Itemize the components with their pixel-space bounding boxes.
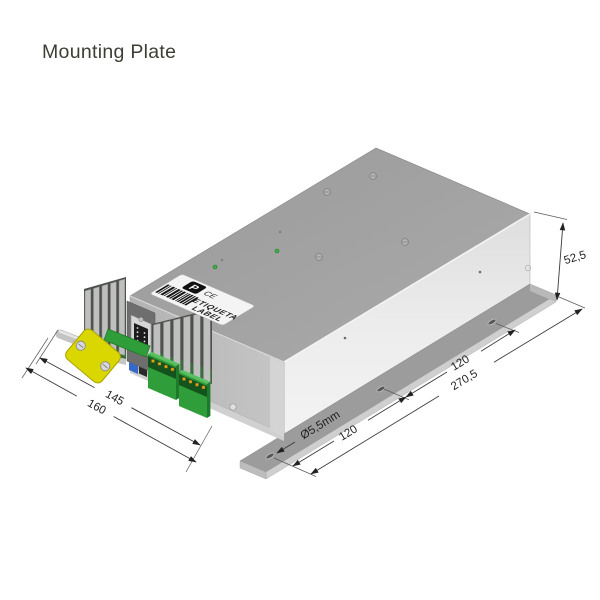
side-dot-1 <box>343 336 347 340</box>
side-dot-2 <box>478 270 482 274</box>
front-rivet <box>229 403 237 411</box>
top-screw-1 <box>323 188 331 196</box>
yellow-plate <box>65 328 121 384</box>
terminal1-side <box>176 363 180 400</box>
ext-front-left-1 <box>35 329 59 365</box>
led-indicator-1 <box>212 264 218 270</box>
mounting-flange <box>239 283 557 480</box>
terminal1-slots <box>148 356 176 379</box>
dim-front-outer-label: 160 <box>85 397 108 417</box>
flange-hole-front <box>265 452 275 460</box>
label-background <box>150 274 255 326</box>
terminal-block-2 <box>179 369 211 418</box>
page-title: Mounting Plate <box>42 41 176 63</box>
flange-right-cap <box>530 284 556 302</box>
ext-front-left-2 <box>21 337 49 379</box>
brand-logo-letter: P <box>185 284 201 292</box>
ext-hole-front <box>273 457 317 477</box>
barcode <box>155 284 199 306</box>
top-edge-highlight <box>283 213 531 363</box>
terminal2-slots <box>179 374 207 397</box>
flange-hole-rear <box>487 318 497 326</box>
terminal1-pins <box>151 359 175 372</box>
top-pin-dot-1 <box>220 258 224 262</box>
flange-hole-middle <box>376 385 386 393</box>
dsub-post-top <box>138 317 144 322</box>
bracket-assembly <box>55 328 151 384</box>
brand-logo <box>182 281 207 294</box>
ce-mark: CE <box>201 290 221 300</box>
top-screw-4 <box>401 238 409 246</box>
top-screw-3 <box>315 253 323 261</box>
top-hardware <box>212 172 409 270</box>
dim-height: 52,5 <box>554 222 588 301</box>
power-supply-unit: P CE ETIQUETA LABEL <box>55 147 557 480</box>
terminal1-top <box>148 351 180 366</box>
top-screw-2 <box>369 172 377 180</box>
terminal2-pins <box>182 377 206 390</box>
terminal2-side <box>207 381 211 418</box>
side-rivet <box>524 264 532 272</box>
led-indicator-2 <box>274 248 280 254</box>
flange-front-cap <box>239 460 267 480</box>
green-connector <box>103 328 151 358</box>
dim-height-label: 52,5 <box>563 249 588 267</box>
front-corner-trim <box>270 357 284 436</box>
aux-connector-black <box>139 366 147 377</box>
terminal2-top <box>179 369 211 384</box>
top-pin-dot-2 <box>278 230 282 234</box>
terminal-block-1 <box>148 351 180 400</box>
ext-top-corner <box>533 211 568 220</box>
ext-front-right <box>185 425 213 473</box>
ext-flange-end <box>558 296 586 309</box>
aux-connector-blue <box>129 362 138 374</box>
